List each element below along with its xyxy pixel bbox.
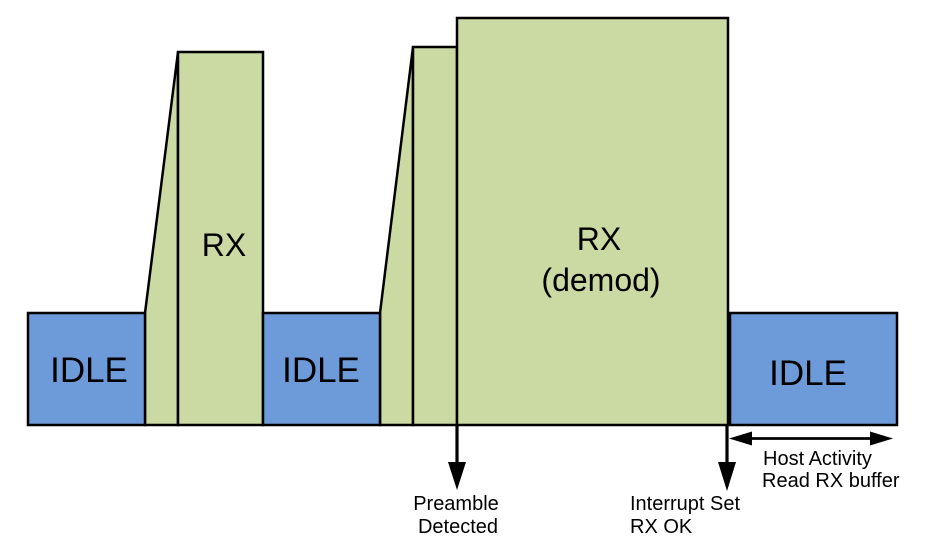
host-activity-annotation: Host Activity Read RX buffer bbox=[729, 431, 900, 492]
idle-3-box bbox=[728, 311, 899, 427]
host-activity-label-line1: Host Activity bbox=[763, 448, 872, 470]
interrupt-set-label-line2: RX OK bbox=[630, 516, 693, 538]
preamble-detected-annotation: Preamble Detected bbox=[413, 425, 499, 538]
idle-2-box bbox=[261, 311, 382, 427]
idle-state-1: IDLE bbox=[26, 311, 147, 427]
rx-2-settle-column bbox=[411, 45, 459, 427]
rx-2-rampup-shape bbox=[378, 46, 415, 427]
host-activity-right-arrowhead-icon bbox=[870, 431, 893, 446]
preamble-arrowhead-icon bbox=[448, 462, 466, 490]
host-activity-label-line2: Read RX buffer bbox=[762, 470, 900, 492]
idle-1-label: IDLE bbox=[50, 351, 128, 390]
rx-1-rampup-shape bbox=[143, 51, 180, 427]
idle-1-box bbox=[26, 311, 147, 427]
interrupt-arrowhead-icon bbox=[718, 462, 736, 491]
interrupt-set-label-line1: Interrupt Set bbox=[630, 493, 741, 515]
idle-state-2: IDLE bbox=[261, 311, 382, 427]
rx-demod-label-line1: RX bbox=[577, 221, 621, 257]
rx-state-1: RX bbox=[143, 50, 265, 427]
host-activity-left-arrowhead-icon bbox=[729, 431, 752, 446]
rx-demod-label-line2: (demod) bbox=[541, 262, 660, 298]
rx-1-label: RX bbox=[202, 227, 246, 263]
idle-2-label: IDLE bbox=[282, 351, 360, 390]
preamble-detected-label-line1: Preamble bbox=[413, 493, 499, 515]
idle-3-label: IDLE bbox=[769, 354, 847, 393]
rx-demod-state: RX (demod) bbox=[378, 16, 730, 427]
rx-demod-box bbox=[455, 16, 730, 427]
rx-1-box bbox=[176, 50, 265, 427]
interrupt-set-annotation: Interrupt Set RX OK bbox=[630, 425, 741, 538]
idle-state-3: IDLE bbox=[728, 311, 899, 427]
preamble-detected-label-line2: Detected bbox=[418, 516, 498, 538]
